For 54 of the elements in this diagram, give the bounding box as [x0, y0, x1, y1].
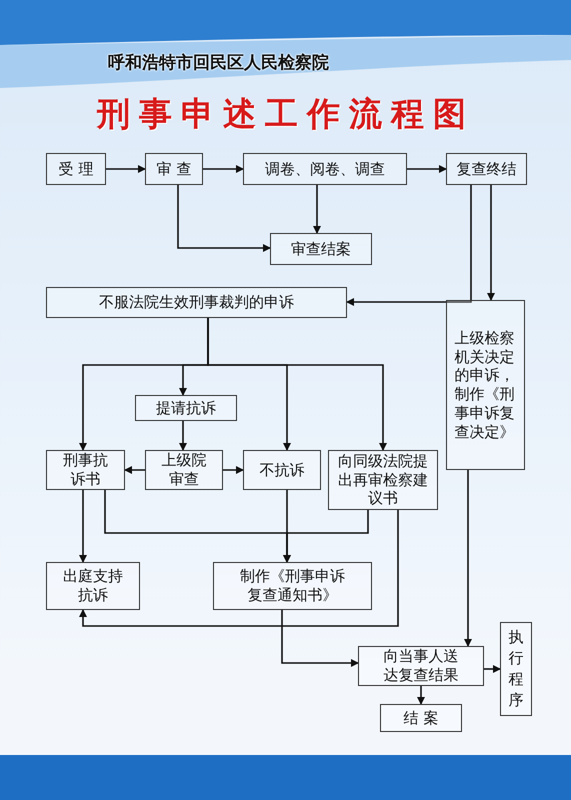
- process-box: [46, 562, 140, 610]
- process-box: [46, 287, 347, 318]
- box-text: 审查结案: [290, 240, 352, 258]
- box-text: 刑事抗诉书: [62, 451, 109, 489]
- process-box: [46, 450, 125, 490]
- process-box: [145, 153, 203, 185]
- process-box: [145, 450, 223, 490]
- arrow: [346, 185, 472, 306]
- box-text: 复查终结: [456, 160, 518, 178]
- arrow: [407, 165, 447, 173]
- process-box: [446, 153, 527, 185]
- arrow: [487, 185, 495, 301]
- arrow: [281, 610, 359, 667]
- process-box: [270, 233, 372, 265]
- arrow: [79, 510, 399, 627]
- box-text: 向同级法院提出再审检察建议书: [337, 452, 429, 508]
- process-box: [358, 646, 484, 686]
- process-box: [380, 704, 462, 732]
- box-text: 执行程序: [508, 627, 524, 711]
- box-text: 结 案: [402, 708, 440, 728]
- arrow: [106, 165, 146, 173]
- box-text: 出庭支持抗诉: [62, 567, 124, 605]
- process-box: [135, 395, 237, 421]
- arrow: [207, 318, 387, 451]
- arrow: [179, 421, 187, 451]
- box-text: 受 理: [58, 160, 94, 178]
- box-text: 上级院审查: [160, 451, 208, 489]
- arrow: [79, 490, 87, 563]
- arrow: [417, 686, 425, 705]
- box-text: 制作《刑事申诉复查通知书》: [239, 567, 346, 605]
- arrow: [177, 185, 271, 252]
- organization-name: 呼和浩特市回民区人民检察院: [108, 52, 329, 74]
- title: 刑事申述工作流程图: [97, 93, 475, 135]
- process-box: [243, 153, 407, 185]
- arrow: [484, 665, 501, 673]
- process-box: [213, 562, 372, 610]
- process-box: [243, 450, 321, 490]
- arrow: [283, 510, 369, 563]
- arrow: [464, 470, 472, 647]
- process-box: [446, 300, 525, 470]
- arrow: [124, 466, 145, 474]
- box-text: 提请抗诉: [155, 398, 217, 418]
- box-text: 调卷、阅卷、调查: [264, 160, 386, 178]
- arrow: [313, 185, 321, 234]
- box-text: 审 查: [156, 160, 192, 178]
- box-text: 不抗诉: [258, 460, 306, 480]
- process-box: [500, 622, 532, 716]
- box-text: 不服法院生效刑事裁判的申诉: [98, 293, 295, 312]
- process-box: [328, 450, 438, 510]
- box-text: 上级检察机关决定的申诉，制作《刑事申诉复查决定》: [454, 328, 516, 442]
- box-text: 向当事人送达复查结果: [382, 647, 460, 685]
- arrow: [203, 165, 244, 173]
- arrow: [223, 466, 244, 474]
- process-box: [46, 153, 106, 185]
